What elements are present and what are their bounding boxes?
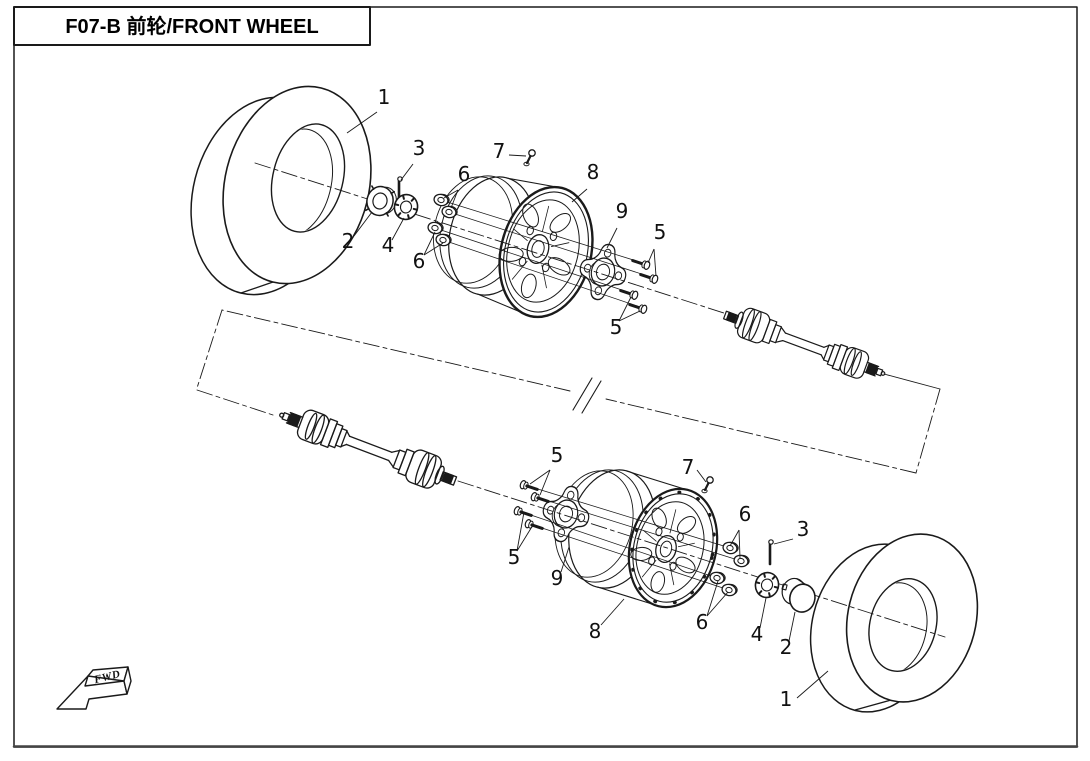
wheel-rim-top [432,175,594,319]
callout-leader-7 [696,469,707,483]
part-callout-6: 6 [458,162,471,186]
drive-axle-top [719,299,891,390]
callout-leader-2 [788,611,796,642]
beadlock-bolt-ring [630,490,716,606]
valve-stem-bottom [701,476,714,494]
callout-leader-8 [600,598,625,626]
part-callout-7: 7 [682,455,695,479]
callout-leader-7 [508,154,527,157]
part-callout-4: 4 [382,233,395,257]
page-title: F07-B 前轮/FRONT WHEEL [65,14,318,38]
callout-leader-5 [618,310,641,322]
part-callout-5: 5 [610,315,623,339]
callout-leader-5 [539,469,551,496]
callout-leader-3 [773,538,794,545]
callout-leader-1 [346,111,378,134]
callout-leader-6 [729,529,740,547]
callout-leader-9 [560,546,570,573]
castle-nut-bottom [754,571,780,599]
part-callout-1: 1 [780,687,793,711]
callout-leader-5 [653,248,657,277]
wheel-studs-top [619,259,659,314]
callout-leader-5 [618,296,632,322]
part-callout-5: 5 [551,443,564,467]
part-callout-6: 6 [696,610,709,634]
part-callout-7: 7 [493,139,506,163]
drawing-border [12,6,1079,748]
callout-leader-5 [516,524,534,552]
front-tire-bottom [809,533,979,713]
callout-leader-2 [353,211,373,237]
part-callout-9: 9 [551,566,564,590]
flange-nuts-bottom [709,541,750,597]
part-callout-1: 1 [378,85,391,109]
part-callout-6: 6 [413,249,426,273]
callout-leader-1 [796,670,829,699]
callout-leader-8 [571,188,588,203]
hub-cap-top [365,185,397,217]
part-callout-8: 8 [589,619,602,643]
fwd-arrow [56,666,132,710]
drive-axle-bottom [273,397,462,498]
callout-leader-6 [706,580,719,617]
callout-leader-4 [391,217,405,241]
wheel-hub-bottom [542,485,590,543]
break-mark [572,377,602,414]
stud-axis-lines [437,200,739,590]
callout-leader-4 [759,597,767,629]
centerline-construction [196,162,946,638]
callout-leader-3 [400,163,414,181]
castle-nut-top [393,193,419,221]
part-callout-5: 5 [508,545,521,569]
callout-leader-6 [450,189,459,209]
flange-nuts-top [427,193,458,247]
callout-leader-5 [647,248,655,264]
callout-leader-6 [423,242,444,256]
front-tire-top [190,85,372,296]
part-callout-6: 6 [739,502,752,526]
callout-leader-6 [443,189,459,199]
part-callout-9: 9 [616,199,629,223]
part-callout-4: 4 [751,622,764,646]
callout-leader-5 [529,469,551,485]
callout-leader-6 [423,231,436,256]
callout-leader-5 [516,511,525,552]
wheel-rim-bottom [554,469,719,609]
wheel-hub-top [579,243,627,301]
part-callout-2: 2 [780,635,793,659]
part-callout-2: 2 [342,229,355,253]
cotter-pin-bottom [768,539,774,566]
callout-leader-6 [738,529,741,559]
wheel-studs-bottom [513,480,550,530]
part-callout-3: 3 [413,136,426,160]
title-block [13,6,371,46]
part-callout-3: 3 [797,517,810,541]
valve-stem-top [523,149,536,167]
part-callout-8: 8 [587,160,600,184]
hub-cap-bottom [781,577,816,613]
callout-leader-6 [706,591,729,617]
part-callout-5: 5 [654,220,667,244]
callout-leader-9 [606,227,618,249]
